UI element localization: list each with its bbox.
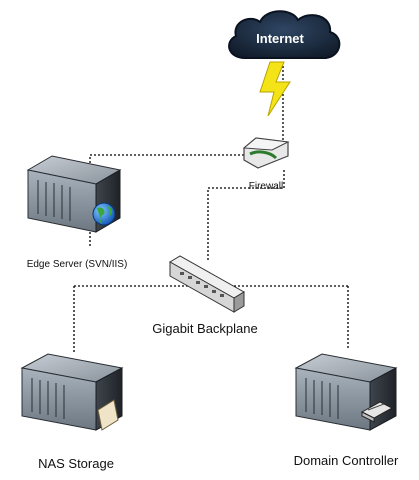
- edge-server-label: Edge Server (SVN/IIS): [27, 259, 128, 270]
- internet-cloud-icon: [228, 10, 341, 59]
- firewall-label: Firewall: [249, 181, 283, 192]
- link-firewall-switch: [207, 170, 285, 260]
- domain-controller-icon: [294, 353, 398, 431]
- domain-controller-label: Domain Controller: [294, 453, 399, 468]
- link-firewall-edge: [89, 154, 248, 166]
- internet-label: Internet: [256, 31, 304, 46]
- disk-tray-icon: [97, 399, 119, 431]
- lightning-icon: [259, 61, 291, 117]
- nas-label: NAS Storage: [38, 456, 114, 471]
- edge-server-icon: [26, 155, 122, 233]
- switch-icon: [169, 255, 245, 313]
- card-reader-icon: [360, 401, 394, 423]
- firewall-icon: [242, 137, 290, 169]
- switch-label: Gigabit Backplane: [152, 321, 258, 336]
- globe-icon: [92, 202, 116, 226]
